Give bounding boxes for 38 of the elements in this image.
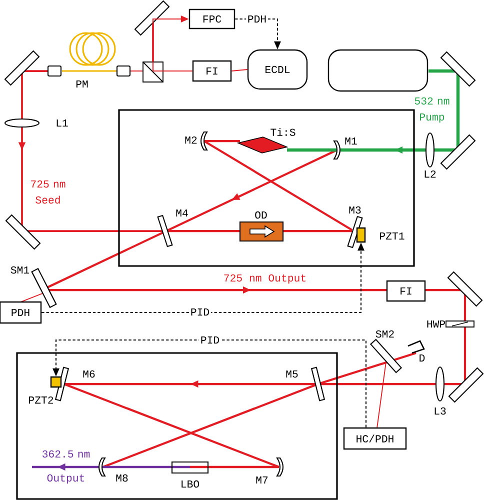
part-label: SM1 bbox=[10, 266, 30, 274]
part-label: M3 bbox=[349, 206, 361, 214]
part-label: M1 bbox=[345, 138, 357, 145]
part-label: PZT2 bbox=[29, 396, 54, 404]
part-label: 725 nm Output bbox=[224, 274, 306, 284]
laser-box: ECDL bbox=[247, 49, 308, 90]
edge-label: PDH bbox=[246, 14, 268, 24]
part-label: SM2 bbox=[376, 330, 394, 338]
part-label: M5 bbox=[286, 370, 298, 378]
part-label: OD bbox=[255, 211, 267, 219]
part-label: M2 bbox=[185, 136, 197, 144]
laser-beam bbox=[232, 68, 248, 72]
part-label: M4 bbox=[176, 210, 188, 217]
part-label: 362.5 nm Output bbox=[42, 450, 90, 484]
part-label: 532 nm Pump bbox=[414, 97, 450, 123]
laser-box bbox=[328, 49, 428, 92]
part-label: PM bbox=[76, 80, 88, 88]
device-box: FI bbox=[192, 60, 232, 82]
part-label: L3 bbox=[434, 407, 446, 415]
part-label: PZT1 bbox=[380, 232, 404, 240]
part-label: D bbox=[420, 354, 425, 362]
part-label: M7 bbox=[256, 476, 268, 484]
device-box: FPC bbox=[188, 8, 236, 30]
part-label: L2 bbox=[424, 170, 436, 178]
edge-label: PID bbox=[199, 335, 221, 345]
part-label: HWP bbox=[427, 320, 446, 328]
part-label: Ti:S bbox=[270, 128, 296, 136]
edge-label: PID bbox=[189, 307, 211, 317]
device-box: HC/PDH bbox=[343, 427, 407, 450]
part-label: 725 nm Seed bbox=[31, 180, 66, 204]
part-label: LBO bbox=[182, 480, 200, 488]
control-line bbox=[52, 339, 367, 428]
part-label: M8 bbox=[116, 474, 128, 482]
device-box: PDH bbox=[0, 301, 42, 324]
part-label: L1 bbox=[56, 120, 68, 127]
device-box: FI bbox=[386, 280, 426, 302]
part-label: M6 bbox=[83, 370, 95, 378]
laser-beam bbox=[152, 16, 192, 72]
